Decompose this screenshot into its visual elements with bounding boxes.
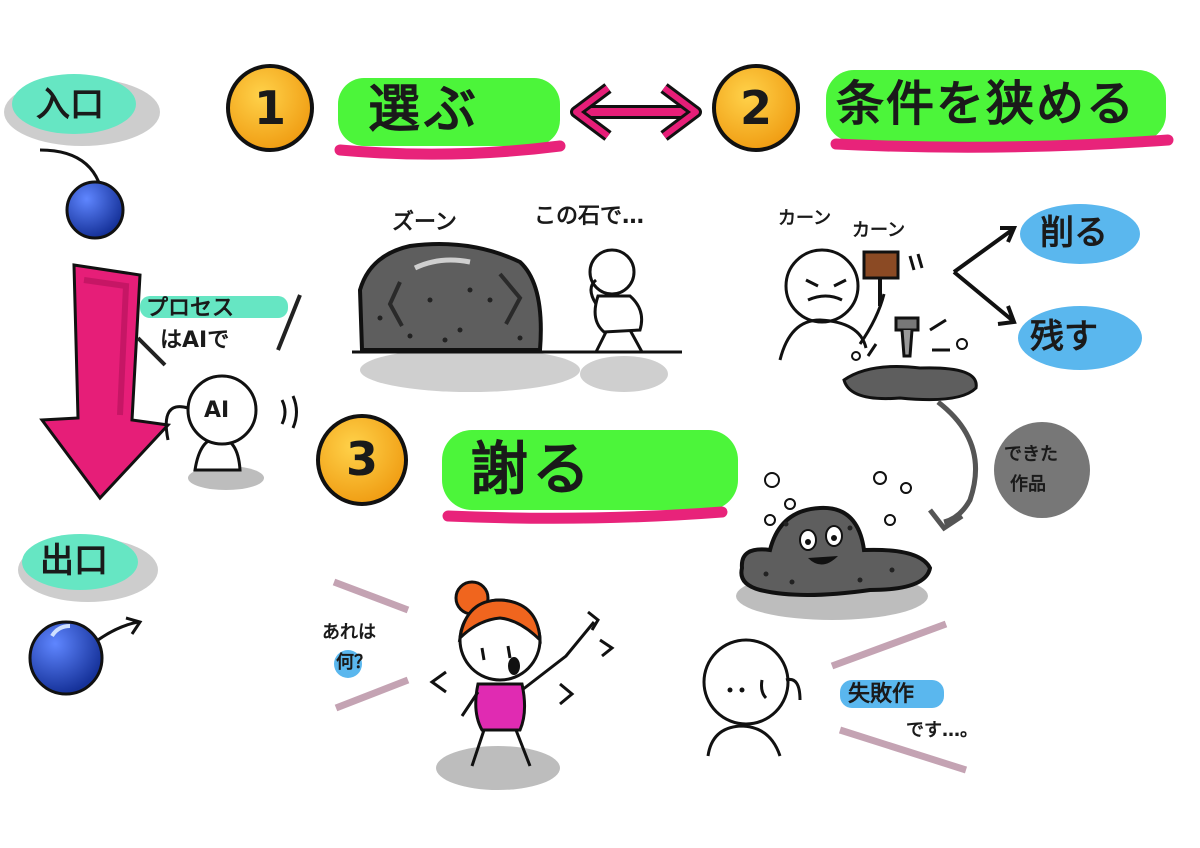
step1-badge	[226, 64, 314, 152]
step1-number: 1	[253, 81, 286, 135]
exit-ball	[28, 620, 104, 696]
step3-highlight	[442, 430, 738, 510]
entrance-label: 入口	[36, 85, 104, 125]
finished-bubble	[994, 422, 1090, 518]
step3-number: 3	[345, 432, 378, 486]
thought-label: この石で…	[534, 204, 645, 229]
finished-label-line2: 作品	[1010, 474, 1046, 495]
hammer-sound-b: カーン	[852, 220, 906, 241]
rock-sound-label: ズーン	[392, 210, 457, 235]
exit-label: 出口	[40, 541, 108, 581]
sad-head	[702, 638, 790, 726]
failure-label-line1: 失敗作	[848, 682, 915, 707]
question-label-line2: 何？	[336, 652, 372, 673]
figure-head	[588, 248, 636, 296]
step2-badge	[712, 64, 800, 152]
step1-highlight	[338, 78, 560, 146]
step3-badge	[316, 414, 408, 506]
cut-label: 削る	[1040, 213, 1108, 253]
scene-apologize	[736, 471, 933, 620]
exit-bubble	[22, 534, 138, 590]
robot-label: AI	[204, 398, 230, 423]
header	[226, 64, 1174, 160]
step3-title: 謝る	[470, 435, 595, 503]
sad-figure	[702, 620, 968, 774]
question-bubble	[334, 650, 362, 678]
left-flow	[4, 74, 302, 696]
hammer-sound-a: カーン	[778, 208, 832, 229]
girl-figure	[332, 578, 615, 790]
failure-highlight	[840, 680, 944, 708]
process-label-line1: プロセス	[146, 296, 235, 321]
exit-arrow-icon	[97, 616, 143, 642]
scene-select	[352, 242, 682, 392]
failure-label-line2: です…。	[906, 720, 978, 741]
step2-number: 2	[739, 81, 772, 135]
step2-title: 条件を狭める	[836, 76, 1137, 132]
question-label-line1: あれは	[322, 622, 376, 643]
finished-label-line1: できた	[1004, 444, 1058, 465]
chisel-icon	[894, 316, 920, 358]
robot-icon	[164, 374, 298, 490]
hammer-icon	[862, 250, 900, 306]
keep-bubble	[1018, 306, 1142, 370]
double-arrow-icon	[570, 83, 702, 141]
step1-title: 選ぶ	[368, 80, 481, 140]
cut-bubble	[1020, 204, 1140, 264]
stone-slab	[842, 365, 978, 402]
step3-header	[316, 414, 738, 524]
process-label-line2: はAIで	[160, 328, 230, 353]
failed-sculpture	[739, 505, 933, 597]
step2-highlight	[826, 70, 1166, 142]
entrance-ball	[65, 180, 125, 240]
scene-narrow	[778, 204, 1142, 532]
rock	[357, 242, 543, 352]
keep-label: 残す	[1030, 317, 1098, 357]
entrance-bubble	[12, 74, 136, 134]
arrow-down-icon	[39, 263, 172, 501]
